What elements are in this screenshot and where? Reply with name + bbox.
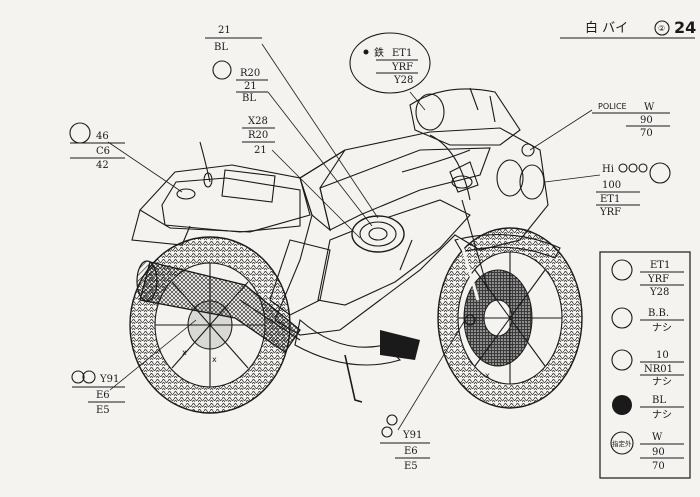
swatch-hatched — [212, 60, 232, 80]
sheet-header: 白 バイ ② 24 — [560, 18, 696, 39]
swatch-sparse-dots — [611, 307, 633, 329]
exhaust-muffler — [136, 260, 301, 353]
swatch-light-dots — [611, 259, 633, 281]
callout-police: POLICE W 90 70 — [592, 102, 670, 139]
tank-emblem — [351, 215, 405, 253]
callout-value: E6 — [404, 446, 418, 457]
legend-value: ナシ — [652, 409, 672, 421]
callout-value: E5 — [404, 461, 418, 472]
callout-value: Y91 — [99, 374, 119, 385]
callout-value: YRF — [599, 207, 621, 218]
front-fork — [448, 199, 489, 301]
callout-value: 鉄 — [374, 46, 384, 59]
callout-value: W — [644, 102, 655, 113]
callout-x28: X28 R20 21 — [242, 116, 275, 156]
callout-value: C6 — [96, 146, 110, 157]
callout-y91-bottom: Y91 E6 E5 — [380, 414, 430, 472]
callout-value: POLICE — [598, 102, 627, 111]
sheet-circle-label: ② — [658, 24, 665, 33]
legend-value: BL — [652, 395, 666, 406]
svg-text:x: x — [485, 371, 490, 380]
callout-value: 100 — [602, 180, 621, 191]
callout-value: R20 — [240, 68, 260, 79]
sheet-title: 白 バイ — [585, 20, 628, 36]
swatch-badge — [610, 431, 634, 455]
legend-value: YRF — [647, 274, 669, 285]
callout-value: Y28 — [393, 75, 413, 86]
legend-value: ET1 — [650, 260, 670, 271]
leader-lines — [107, 43, 601, 431]
callout-value: E6 — [96, 390, 110, 401]
callout-value: Hi — [602, 164, 614, 175]
legend-item: B.B. ナシ — [611, 307, 684, 334]
callout-value: R20 — [248, 130, 268, 141]
callout-value: 46 — [96, 131, 109, 142]
callout-value: ET1 — [392, 48, 412, 59]
main-fairing — [274, 127, 549, 336]
callout-value: 90 — [640, 115, 653, 126]
legend-item: BL ナシ — [612, 395, 684, 421]
swatch-hatched — [69, 122, 91, 144]
callout-value: Y91 — [402, 430, 422, 441]
front-fender — [454, 234, 561, 259]
callout-bubble — [349, 32, 431, 94]
swatch-solid-black — [612, 395, 632, 415]
callout-value: X28 — [248, 116, 268, 127]
swatch-crosshatch — [649, 162, 671, 184]
legend-item: 指定外 W 90 70 — [610, 431, 684, 472]
legend-value: Y28 — [649, 287, 669, 298]
callout-r20: R20 21 BL — [212, 60, 268, 104]
legend-item: ET1 YRF Y28 — [611, 259, 684, 298]
legend-value: ナシ — [652, 322, 672, 334]
callout-value: ET1 — [600, 194, 620, 205]
swatch-dense-dots — [611, 349, 633, 371]
callout-value: 42 — [96, 160, 109, 171]
kickstand — [344, 354, 363, 403]
legend-value: NR01 — [644, 364, 673, 375]
callout-value: 21 — [218, 25, 231, 36]
callout-tetsu: 鉄 ET1 YRF Y28 — [349, 32, 431, 94]
engine-block — [269, 239, 420, 366]
color-legend: ET1 YRF Y28 B.B. ナシ 10 NR01 ナシ BL ナシ — [599, 251, 691, 479]
front-wheel: x — [437, 227, 583, 409]
legend-value: 10 — [656, 350, 669, 361]
callout-21-bl: 21 BL — [205, 25, 262, 53]
svg-text:x: x — [212, 355, 217, 364]
callout-value: 21 — [244, 81, 257, 92]
callout-value: BL — [214, 42, 228, 53]
page-number: 24 — [674, 18, 696, 37]
callout-value: 70 — [640, 128, 653, 139]
callout-value: BL — [242, 93, 256, 104]
headlight-cluster — [496, 143, 545, 200]
legend-value: 70 — [652, 461, 665, 472]
callout-hi: Hi 100 ET1 YRF — [596, 162, 671, 218]
legend-value: 90 — [652, 447, 665, 458]
legend-value: W — [652, 432, 663, 443]
motorcycle-drawing: x x x — [129, 87, 583, 414]
svg-text:x: x — [182, 348, 187, 357]
callout-46: 46 C6 42 — [69, 122, 125, 171]
legend-frame — [599, 251, 691, 479]
windshield — [409, 87, 521, 146]
callout-value: 21 — [254, 145, 267, 156]
handlebar — [401, 134, 471, 201]
callout-value: E5 — [96, 405, 110, 416]
callout-value: YRF — [391, 62, 413, 73]
callout-y91-left: Y91 E6 E5 — [71, 370, 125, 416]
sheet-circle-mark — [654, 20, 670, 36]
legend-badge: 指定外 — [612, 439, 632, 448]
legend-value: B.B. — [648, 308, 669, 319]
tail-section — [131, 141, 311, 246]
legend-value: ナシ — [652, 376, 672, 388]
legend-item: 10 NR01 ナシ — [611, 349, 684, 388]
